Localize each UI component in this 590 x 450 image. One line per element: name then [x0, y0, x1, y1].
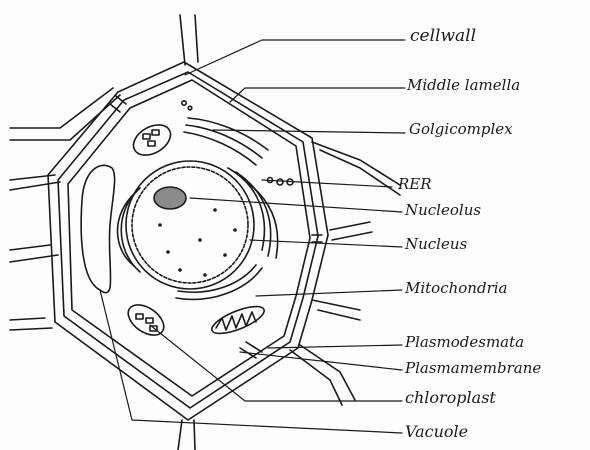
label-nucleolus: Nucleolus — [405, 201, 482, 219]
nucleus — [116, 160, 294, 301]
plasma-membrane-line — [67, 79, 311, 397]
label-plasma-membrane: Plasmamembrane — [405, 359, 542, 377]
neighbour-cell-walls — [9, 14, 401, 450]
label-rer: RER — [398, 175, 432, 193]
label-cell-wall: cellwall — [410, 26, 477, 46]
cell-wall-outer — [47, 61, 329, 421]
mitochondrion — [211, 305, 265, 335]
label-chloroplast: chloroplast — [405, 388, 496, 407]
leader-lines — [99, 39, 406, 434]
label-nucleus: Nucleus — [405, 235, 468, 253]
label-middle-lamella: Middle lamella — [407, 76, 521, 94]
golgi-complex — [181, 100, 269, 166]
label-mitochondria: Mitochondria — [405, 279, 508, 297]
vacuole — [80, 164, 116, 294]
label-plasmodesmata: Plasmodesmata — [405, 333, 525, 351]
nucleolus — [153, 186, 187, 210]
middle-lamella-line — [57, 71, 319, 409]
chloroplast-bottom — [127, 304, 165, 336]
label-vacuole: Vacuole — [405, 422, 469, 441]
label-golgi-complex: Golgicomplex — [409, 120, 513, 138]
chloroplast-top — [132, 124, 172, 156]
